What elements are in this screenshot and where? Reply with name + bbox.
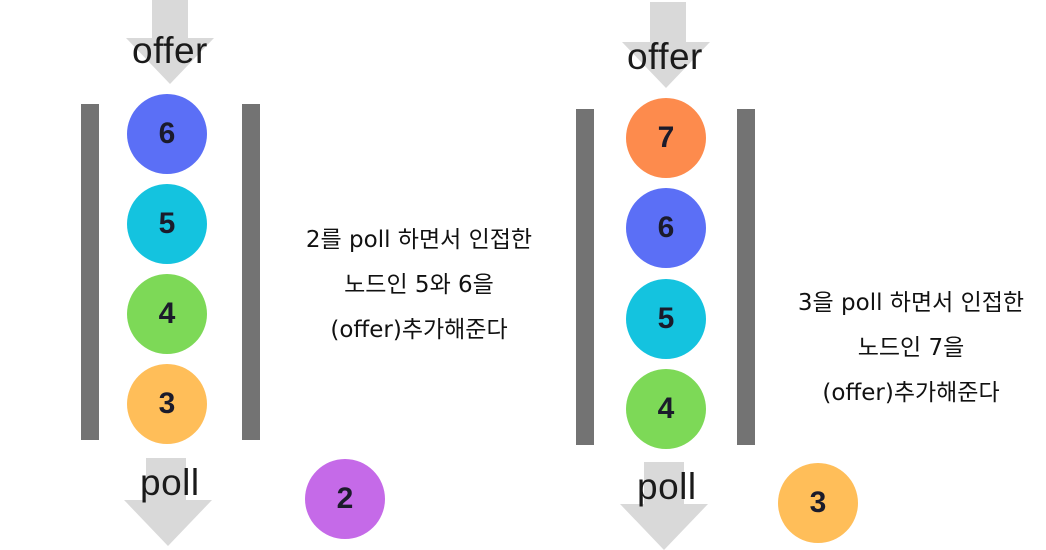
queue-right-wall — [737, 109, 755, 445]
queue-left-wall — [81, 104, 99, 440]
description-line: 2를 poll 하면서 인접한 — [305, 227, 533, 253]
polled-node: 2 — [305, 459, 385, 539]
description-line: (offer)추가해준다 — [822, 380, 1000, 406]
description-line: (offer)추가해준다 — [330, 317, 508, 343]
queue-panel-left: offer 6 5 4 3 poll 2 2를 poll 하면서 인접한 노드인… — [81, 0, 532, 546]
queue-node: 6 — [626, 188, 706, 268]
queue-right-wall — [242, 104, 260, 440]
description: 2를 poll 하면서 인접한 노드인 5와 6을 (offer)추가해준다 — [274, 218, 564, 353]
queue-node: 3 — [127, 364, 207, 444]
queue-node: 6 — [127, 94, 207, 174]
poll-label: poll — [637, 466, 697, 507]
queue-node: 5 — [626, 279, 706, 359]
description-line: 노드인 7을 — [857, 335, 965, 361]
description-line: 3을 poll 하면서 인접한 — [797, 290, 1025, 316]
polled-node: 3 — [778, 463, 858, 543]
queue-panel-right: offer 7 6 5 4 poll 3 3을 poll 하면서 인접한 노드인… — [500, 0, 1046, 550]
queue-node: 5 — [127, 184, 207, 264]
offer-label: offer — [132, 30, 208, 71]
offer-label: offer — [627, 36, 703, 77]
queue-node: 4 — [626, 369, 706, 449]
poll-label: poll — [140, 462, 200, 503]
description: 3을 poll 하면서 인접한 노드인 7을 (offer)추가해준다 — [766, 281, 1046, 416]
description-line: 노드인 5와 6을 — [344, 272, 494, 298]
queue-left-wall — [576, 109, 594, 445]
queue-node: 7 — [626, 98, 706, 178]
queue-node: 4 — [127, 274, 207, 354]
